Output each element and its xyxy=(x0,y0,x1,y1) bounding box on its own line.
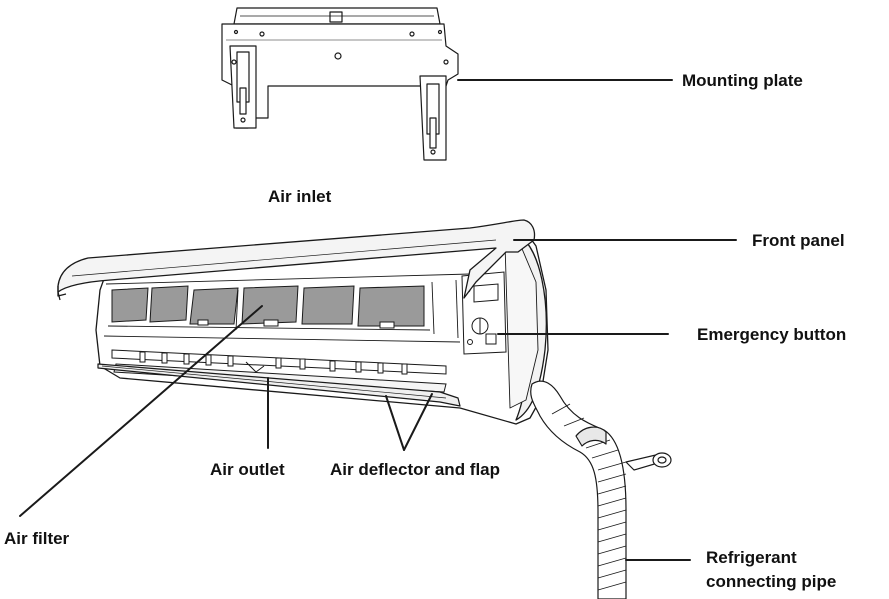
air-filters xyxy=(111,285,425,329)
label-refrigerant-line-2: connecting pipe xyxy=(706,572,837,591)
mounting-plate xyxy=(221,7,459,161)
leader-lines xyxy=(19,79,737,561)
filter-frame xyxy=(103,279,461,343)
emergency-button-shape xyxy=(485,333,497,345)
front-panel xyxy=(57,219,536,301)
leader-air-deflector-2 xyxy=(403,393,433,451)
control-compartment xyxy=(461,271,507,355)
air-deflector-flap xyxy=(97,363,461,407)
label-front-panel: Front panel xyxy=(752,231,845,250)
label-emergency-button: Emergency button xyxy=(697,325,847,344)
label-mounting-plate: Mounting plate xyxy=(682,71,803,90)
label-refrigerant-line-1: Refrigerant xyxy=(706,548,797,567)
label-air-outlet: Air outlet xyxy=(210,460,285,479)
leader-air-deflector-1 xyxy=(385,395,405,451)
label-air-inlet: Air inlet xyxy=(268,187,332,206)
label-air-deflector: Air deflector and flap xyxy=(330,460,501,479)
refrigerant-pipe xyxy=(530,380,672,599)
leader-air-filter xyxy=(19,305,263,517)
air-outlet-louvers xyxy=(111,349,447,393)
label-air-filter: Air filter xyxy=(4,529,70,548)
